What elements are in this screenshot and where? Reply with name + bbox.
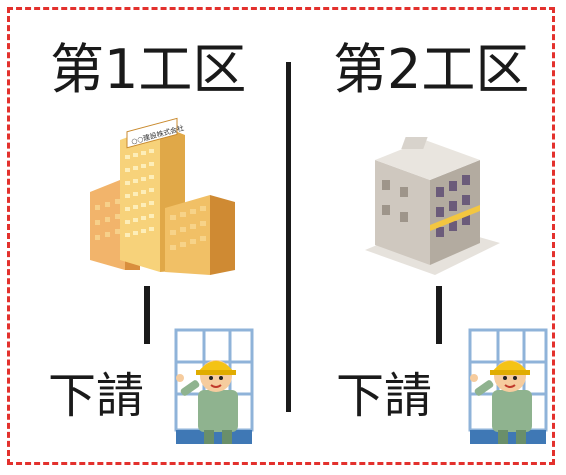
section-1-title: 第1工区: [50, 38, 247, 101]
section-1-subcontractor-label: 下請: [48, 368, 145, 424]
dashed-border-frame: [7, 7, 555, 465]
construction-worker-icon: [174, 328, 254, 444]
construction-worker-icon-2: [468, 328, 548, 444]
office-building-icon: ○○建設株式会社: [90, 117, 235, 275]
center-divider: [286, 62, 291, 412]
section-2-subcontractor-label: 下請: [336, 368, 433, 424]
apartment-building-icon: [365, 137, 500, 275]
connector-line-1: [144, 286, 150, 344]
section-2-title: 第2工区: [333, 38, 530, 101]
connector-line-2: [436, 286, 442, 344]
